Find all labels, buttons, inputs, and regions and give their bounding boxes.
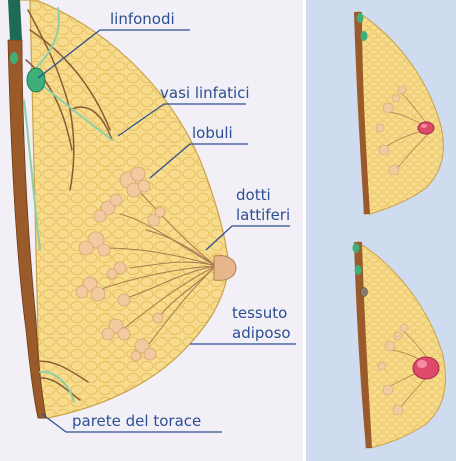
label-ducts-line1: dotti: [236, 186, 271, 204]
label-tissue-line1: tessuto: [232, 304, 287, 322]
chest-wall-edge: [8, 0, 22, 40]
label-tissue-line2: adiposo: [232, 324, 291, 342]
label-lobules: lobuli: [192, 124, 233, 142]
label-lymph-vessels: vasi linfatici: [160, 84, 250, 102]
tumor-icon: [413, 357, 439, 379]
label-lymph-nodes: linfonodi: [110, 10, 175, 28]
panel-divider: [303, 0, 306, 461]
label-ducts-line2: lattiferi: [236, 206, 290, 224]
tumor-icon: [418, 122, 434, 134]
label-chest-wall: parete del torace: [72, 412, 201, 430]
